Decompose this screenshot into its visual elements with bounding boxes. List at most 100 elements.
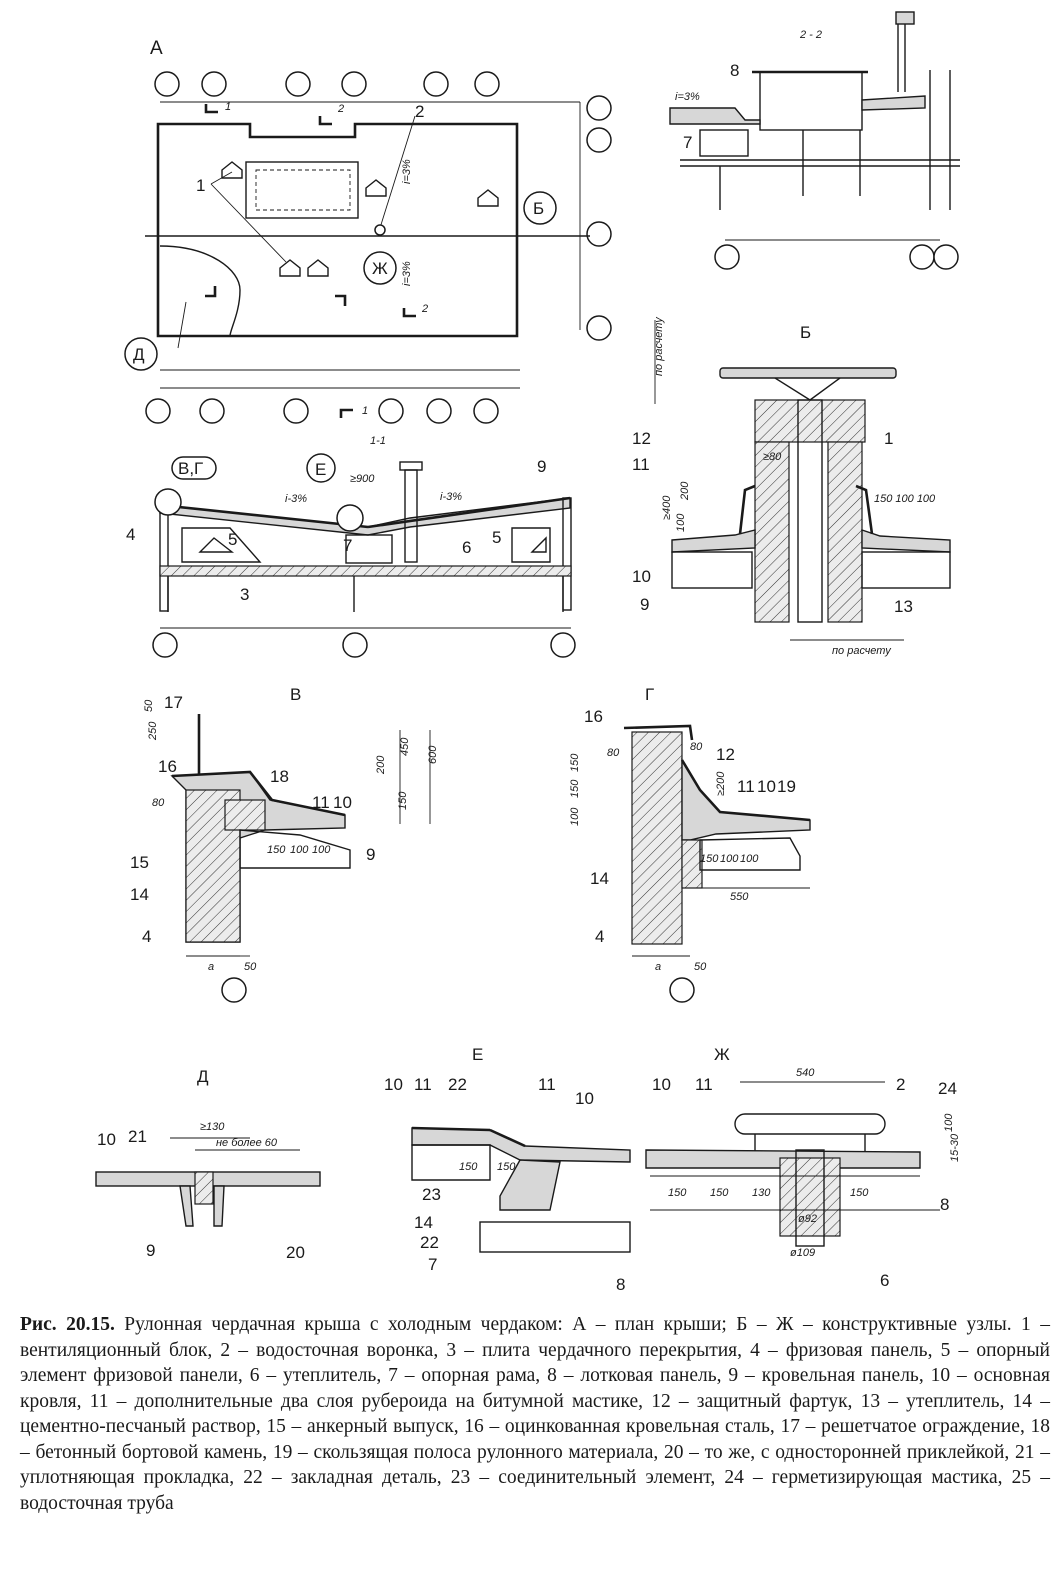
node-d-label-9: 9 [146,1241,155,1260]
section-1-1-title: 1-1 [370,435,386,447]
node-g-label-19: 19 [777,777,796,796]
node-d-label-20: 20 [286,1243,305,1262]
plan-label-b: Б [533,199,544,218]
node-b-label-13: 13 [894,597,913,616]
node-b-dim-row: 150 100 100 [874,493,936,505]
node-e-dim-150a: 150 [459,1161,478,1173]
node-e-label-10b: 10 [575,1089,594,1108]
node-g-dim-a: a [655,961,661,973]
roof-plan: А [124,38,612,447]
node-d: Д ≥130 не более 60 10 21 9 20 [95,1067,321,1262]
node-g-dim-80b: 80 [690,741,703,753]
node-d-dim-60: не более 60 [216,1137,278,1149]
node-b-dim-top: по расчету [653,316,665,376]
section11-label-9: 9 [537,457,546,476]
node-g-label-14: 14 [590,869,609,888]
plan-axis-right [586,95,612,341]
plan-label-1: 1 [196,176,205,195]
section11-callout-e: Е [315,460,326,479]
node-g-label-4: 4 [595,927,604,946]
node-v-dim-a: a [208,961,214,973]
node-d-label-21: 21 [128,1127,147,1146]
node-g-dim-200: ≥200 [715,771,727,796]
node-zh-title: Ж [714,1045,730,1064]
plan-callout-zh [363,251,397,285]
plan-section-1-top: 1 [225,101,231,113]
node-g-dim-100b: 100 [720,853,739,865]
node-zh-label-11: 11 [695,1075,713,1094]
node-v-label-15: 15 [130,853,149,872]
node-zh-dim-150c: 150 [850,1187,869,1199]
node-b-dim-200: 200 [679,481,691,501]
plan-section-2-top: 2 [337,103,344,115]
section11-label-4: 4 [126,525,135,544]
node-v-dim-50: 50 [143,699,155,712]
node-zh-label-2: 2 [896,1075,905,1094]
node-g: Г 80 80 150 150 100 ≥200 150 100 100 550… [569,685,811,1003]
node-zh-label-8: 8 [940,1195,949,1214]
section11-label-5-left: 5 [228,530,237,549]
node-e-dim-150b: 150 [497,1161,516,1173]
node-v-label-14: 14 [130,885,149,904]
section11-slope-left: i-3% [285,493,307,505]
node-zh-dim-15-30: 15-30 [949,1133,961,1162]
node-v-dim-150: 150 [397,791,409,810]
node-b-label-12: 12 [632,429,651,448]
node-zh-dim-100: 100 [943,1113,955,1132]
section11-slope-right: i-3% [440,491,462,503]
node-zh-dim-150b: 150 [710,1187,729,1199]
node-b-dim-400: ≥400 [661,495,673,520]
section22-title: 2 - 2 [799,29,822,41]
node-g-title: Г [645,685,654,704]
caption-lead: Рис. 20.15. [20,1314,115,1335]
node-g-dim-100c: 100 [740,853,759,865]
node-e-label-22a: 22 [448,1075,467,1094]
node-v-dim-80: 80 [152,797,165,809]
node-g-label-10: 10 [757,777,776,796]
plan-label-2: 2 [415,102,424,121]
section22-label-8: 8 [730,61,739,80]
node-v-label-10: 10 [333,793,352,812]
node-v-dim-200: 200 [375,755,387,775]
node-g-dim-50: 50 [694,961,707,973]
node-e-label-22b: 22 [420,1233,439,1252]
node-e-label-23: 23 [422,1185,441,1204]
node-b-title: Б [800,323,811,342]
plan-title: А [150,38,163,59]
node-zh-label-24: 24 [938,1079,957,1098]
section22-label-7: 7 [683,133,692,152]
plan-section-2-bottom: 2 [421,303,428,315]
plan-callout-d [124,337,158,371]
node-b: Б по расчету ≥80 ≥400 200 100 150 100 10… [632,316,951,657]
node-zh-label-10: 10 [652,1075,671,1094]
node-b-dim-100: 100 [675,513,687,532]
node-g-dim-150a: 150 [569,753,581,772]
plan-slope-2: i=3% [401,261,413,286]
node-v-dim-100a: 100 [290,844,309,856]
node-g-dim-150c: 150 [700,853,719,865]
node-v-label-4: 4 [142,927,151,946]
node-e-label-7: 7 [428,1255,437,1274]
node-g-label-12: 12 [716,745,735,764]
section11-callout-vg: В,Г [178,459,203,478]
section-2-2: 2 - 2 8 7 i=3% [669,11,960,270]
node-v-dim-600: 600 [427,745,439,764]
node-g-dim-550: 550 [730,891,749,903]
node-v: В 250 50 80 200 450 600 150 150 100 100 … [130,685,439,1003]
node-v-dim-100b: 100 [312,844,331,856]
node-zh-dim-109: ø109 [790,1247,815,1259]
node-e-label-11b: 11 [538,1075,556,1094]
node-e-label-8: 8 [616,1275,625,1294]
node-e-title: Е [472,1045,483,1064]
node-g-dim-100: 100 [569,807,581,826]
node-v-dim-450: 450 [399,737,411,756]
roof-drawing: А [95,11,961,1294]
caption-text: Рулонная чердачная крыша с холодным черд… [20,1314,1050,1514]
node-b-label-9: 9 [640,595,649,614]
node-zh-dim-130: 130 [752,1187,771,1199]
section11-label-6: 6 [462,538,471,557]
section11-label-7: 7 [343,536,352,555]
node-zh-dim-92: ø92 [798,1213,817,1225]
node-d-label-10: 10 [97,1130,116,1149]
node-e-label-11a: 11 [414,1075,432,1094]
